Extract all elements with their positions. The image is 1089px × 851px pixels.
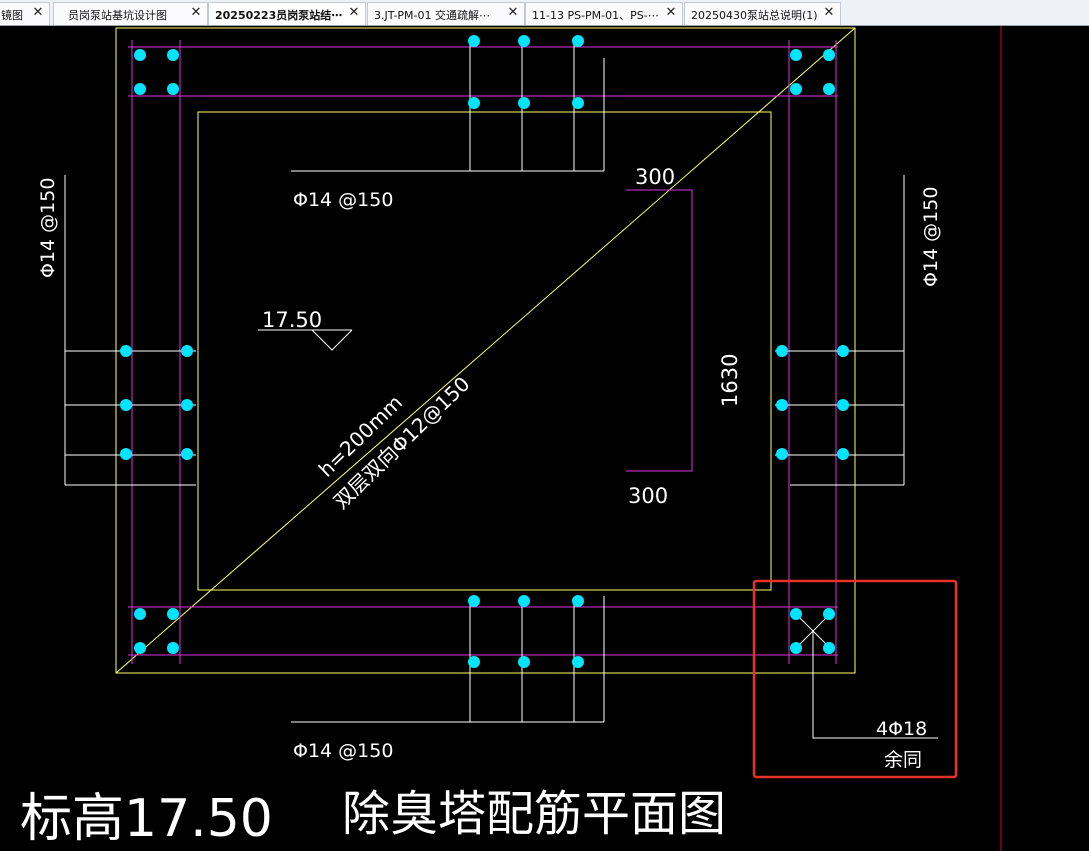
annotation-texts: Φ14 @150 Φ14 @150 Φ14 @150 Φ14 @150 17.5… <box>20 165 942 849</box>
tab-3[interactable]: 3.JT-PM-01 交通疏解⋯ ✕ <box>367 2 525 25</box>
rebar-label-bottom: Φ14 @150 <box>293 740 393 762</box>
close-icon[interactable]: ✕ <box>507 5 519 20</box>
rebar-label-top: Φ14 @150 <box>293 189 393 211</box>
highlight-box <box>752 579 958 779</box>
tab-label: 员岗泵站基坑设计图 <box>68 9 167 22</box>
close-icon[interactable]: ✕ <box>32 5 44 20</box>
close-icon[interactable]: ✕ <box>190 5 202 20</box>
close-icon[interactable]: ✕ <box>823 5 835 20</box>
tab-label: 镜图 <box>1 9 23 22</box>
dimension-bottom: 300 <box>628 484 668 508</box>
tab-label: 3.JT-PM-01 交通疏解⋯ <box>374 9 491 22</box>
corner-note-label: 余同 <box>884 749 922 771</box>
tab-2[interactable]: 20250223员岗泵站结⋯ ✕ <box>208 2 366 25</box>
leader-lines <box>64 42 938 739</box>
tab-5[interactable]: 20250430泵站总说明(1) ✕ <box>684 2 841 25</box>
title-main: 除臭塔配筋平面图 <box>342 786 726 842</box>
close-icon[interactable]: ✕ <box>348 5 360 20</box>
dimension-top: 300 <box>635 165 675 189</box>
elevation-mark: 17.50 <box>262 308 322 332</box>
tab-label: 20250430泵站总说明(1) <box>691 9 818 22</box>
rebar-lines <box>128 40 838 664</box>
tab-4[interactable]: 11-13 PS-PM-01、PS-⋯ ✕ <box>525 2 683 25</box>
rebar-label-right: Φ14 @150 <box>920 187 942 287</box>
document-tab-bar: 镜图 ✕ 员岗泵站基坑设计图 ✕ 20250223员岗泵站结⋯ ✕ 3.JT-P… <box>0 0 1089 26</box>
rebar-dots <box>120 35 849 668</box>
close-icon[interactable]: ✕ <box>665 5 677 20</box>
tab-1[interactable]: 员岗泵站基坑设计图 ✕ <box>53 2 208 25</box>
outer-outline <box>115 27 856 674</box>
rebar-label-left: Φ14 @150 <box>37 178 59 278</box>
tab-0[interactable]: 镜图 ✕ <box>0 2 50 25</box>
cad-drawing-canvas[interactable]: Φ14 @150 Φ14 @150 Φ14 @150 Φ14 @150 17.5… <box>0 26 1089 851</box>
title-elevation: 标高17.50 <box>20 789 273 849</box>
dimension-vertical: 1630 <box>718 354 742 407</box>
corner-rebar-label: 4Φ18 <box>876 718 927 740</box>
tab-label: 20250223员岗泵站结⋯ <box>215 9 343 22</box>
tab-label: 11-13 PS-PM-01、PS-⋯ <box>532 9 659 22</box>
